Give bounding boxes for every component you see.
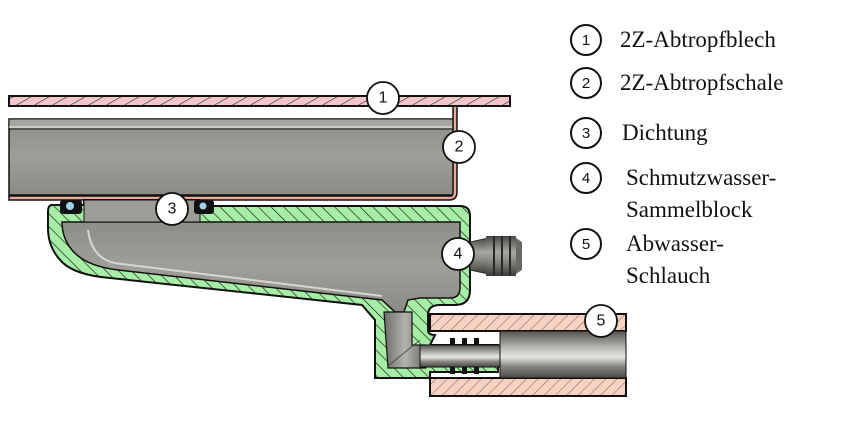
callout-3: 3 xyxy=(155,192,189,226)
callout-5: 5 xyxy=(584,304,618,338)
legend-number-1: 1 xyxy=(570,24,602,56)
legend-label-2: 2Z-Abtropfschale xyxy=(620,70,784,95)
legend-number-4: 4 xyxy=(570,162,602,194)
drip-sheet-part xyxy=(8,95,511,107)
legend-number-3: 3 xyxy=(570,117,602,149)
collector-block-part xyxy=(47,199,501,379)
legend-item-3: 3 Dichtung xyxy=(570,117,708,149)
callout-3-number: 3 xyxy=(168,201,177,218)
side-nipple xyxy=(469,236,522,276)
waste-water-hose-part xyxy=(429,313,627,397)
legend-number-2: 2 xyxy=(570,67,602,99)
legend-number-5: 5 xyxy=(570,228,602,260)
callout-2: 2 xyxy=(442,130,476,164)
callout-2-number: 2 xyxy=(455,139,464,156)
legend-label-3: Dichtung xyxy=(622,120,708,145)
legend-item-4: 4 Schmutzwasser- Sammelblock xyxy=(570,162,776,226)
legend-item-5: 5 Abwasser- Schlauch xyxy=(570,228,724,292)
legend-label-5: Abwasser- Schlauch xyxy=(626,231,724,288)
callout-4-number: 4 xyxy=(454,246,463,263)
callout-5-number: 5 xyxy=(597,313,606,330)
callout-1: 1 xyxy=(366,81,400,115)
drip-tray-part xyxy=(8,105,458,201)
callout-1-number: 1 xyxy=(379,90,388,107)
legend-item-2: 2 2Z-Abtropfschale xyxy=(570,67,784,99)
legend-item-1: 1 2Z-Abtropfblech xyxy=(570,24,776,56)
seal-part xyxy=(60,200,214,214)
callout-4: 4 xyxy=(441,237,475,271)
legend-label-4: Schmutzwasser- Sammelblock xyxy=(626,165,777,222)
legend-label-1: 2Z-Abtropfblech xyxy=(620,27,776,52)
